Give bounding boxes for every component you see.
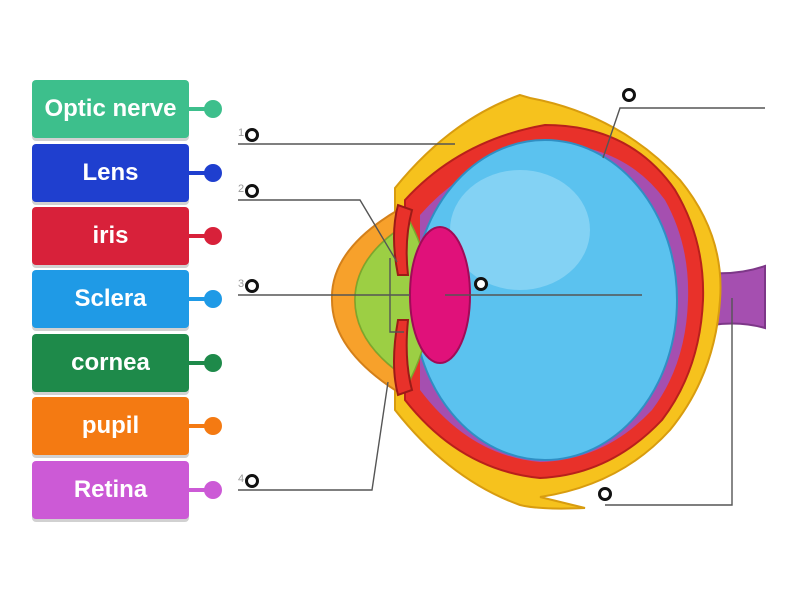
- label-tile-iris[interactable]: iris: [32, 207, 189, 265]
- drop-target-5[interactable]: [622, 88, 636, 102]
- target-number-2: 2: [238, 183, 245, 195]
- label-text: Retina: [73, 476, 148, 503]
- drop-target-7[interactable]: [598, 487, 612, 501]
- connector-dot[interactable]: [204, 100, 222, 118]
- drop-target-3[interactable]: [245, 279, 259, 293]
- connector-line: [189, 361, 209, 365]
- connector-line: [189, 297, 209, 301]
- drop-target-1[interactable]: [245, 128, 259, 142]
- connector-dot[interactable]: [204, 417, 222, 435]
- drop-target-6[interactable]: [474, 277, 488, 291]
- leader-line-3: [238, 258, 410, 333]
- label-tile-optic-nerve[interactable]: Optic nerve: [32, 80, 189, 138]
- connector-line: [189, 171, 209, 175]
- target-number-3: 3: [238, 278, 245, 290]
- connector-line: [189, 424, 209, 428]
- iris-shape: [393, 203, 414, 276]
- connector-dot[interactable]: [204, 290, 222, 308]
- label-tile-cornea[interactable]: cornea: [32, 334, 189, 392]
- drop-target-2[interactable]: [245, 184, 259, 198]
- connector-line: [189, 234, 209, 238]
- leader-line-4: [238, 381, 389, 491]
- label-text: Sclera: [74, 285, 147, 312]
- leader-line-2: [238, 199, 398, 263]
- leader-line-5: [602, 107, 765, 159]
- leader-line-7: [605, 298, 733, 506]
- target-number-4: 4: [238, 473, 245, 485]
- label-text: pupil: [81, 412, 140, 439]
- iris-lower-shape: [393, 319, 414, 397]
- connector-dot[interactable]: [204, 354, 222, 372]
- target-number-1: 1: [238, 127, 245, 139]
- vitreous-highlight: [450, 170, 590, 290]
- label-tile-lens[interactable]: Lens: [32, 144, 189, 202]
- label-text: iris: [92, 222, 129, 249]
- connector-dot[interactable]: [204, 164, 222, 182]
- label-text: Optic nerve: [44, 95, 177, 122]
- leader-lines: [238, 107, 765, 506]
- connector-line: [189, 488, 209, 492]
- label-text: cornea: [71, 349, 150, 376]
- label-tile-pupil[interactable]: pupil: [32, 397, 189, 455]
- connector-line: [189, 107, 209, 111]
- label-tile-retina[interactable]: Retina: [32, 461, 189, 519]
- label-tile-sclera[interactable]: Sclera: [32, 270, 189, 328]
- connector-dot[interactable]: [204, 481, 222, 499]
- label-text: Lens: [82, 159, 139, 186]
- connector-dot[interactable]: [204, 227, 222, 245]
- drop-target-4[interactable]: [245, 474, 259, 488]
